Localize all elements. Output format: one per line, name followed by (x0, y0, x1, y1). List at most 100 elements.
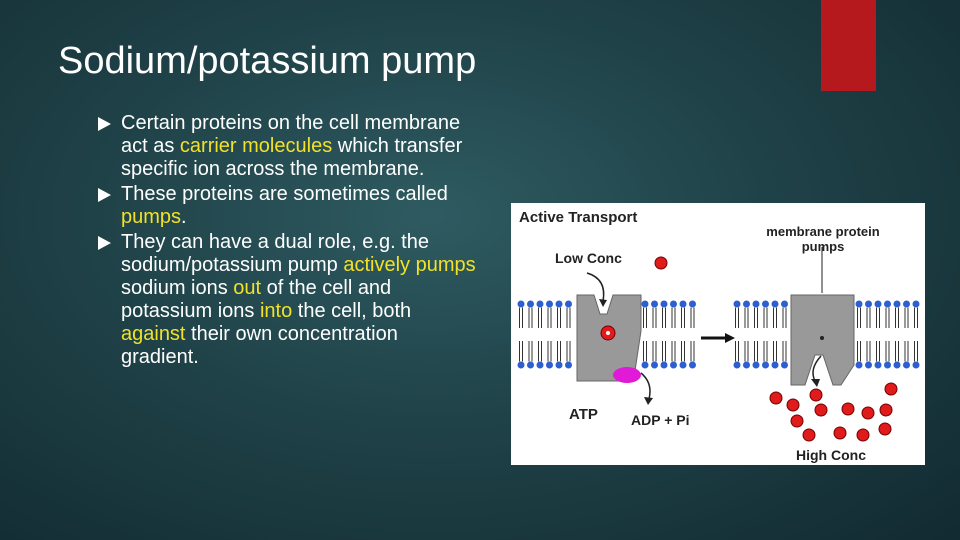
lipid-head (733, 361, 741, 369)
lipid-head (752, 300, 760, 308)
slide-title: Sodium/potassium pump (58, 40, 477, 82)
lipid-head (555, 361, 563, 369)
lipid-head (743, 300, 750, 308)
lipid-head (536, 300, 544, 308)
ion (769, 391, 783, 405)
lipid-head (641, 361, 649, 369)
lipid-head (565, 300, 572, 308)
bullet-item: These proteins are sometimes called pump… (98, 183, 478, 229)
lipid-head (527, 361, 534, 369)
lipid-head (752, 361, 760, 369)
lipid-head (651, 300, 658, 308)
lipid-head (641, 300, 649, 308)
transition-arrow-head (725, 333, 735, 343)
lipid-head (903, 361, 910, 369)
lipid-head (771, 361, 779, 369)
lipid-head (762, 361, 769, 369)
ion (790, 414, 804, 428)
ion (814, 403, 828, 417)
highlight-text: into (259, 300, 293, 322)
adp-arrow-head (644, 397, 653, 405)
lipid-head (762, 300, 769, 308)
lipid-head (565, 361, 572, 369)
lipid-head (912, 361, 920, 369)
lipid-head (733, 300, 741, 308)
lipid-head (781, 300, 788, 308)
ion-exit-arrow (812, 355, 822, 382)
pumps-label-line1: membrane protein (766, 224, 879, 239)
lipid-head (865, 361, 872, 369)
lipid-head (660, 361, 668, 369)
lipid-head (689, 361, 696, 369)
lipid-head (546, 361, 553, 369)
ion (856, 428, 870, 442)
lipid-head (660, 300, 668, 308)
lipid-head (865, 300, 872, 308)
bullet-arrow-icon (98, 117, 111, 131)
figure-title: Active Transport (519, 209, 637, 226)
low-conc-label: Low Conc (555, 250, 622, 266)
pumps-label-line2: pumps (802, 239, 845, 254)
ion (879, 403, 893, 417)
ion (786, 398, 800, 412)
active-transport-diagram: Active Transport Low Conc membrane prote… (511, 203, 925, 465)
lipid-head (781, 361, 788, 369)
lipid-head (874, 300, 882, 308)
bullet-arrow-icon (98, 236, 111, 250)
lipid-head (855, 300, 863, 308)
ion (884, 382, 898, 396)
highlight-text: against (121, 323, 186, 345)
lipid-head (743, 361, 750, 369)
lipid-head (517, 300, 525, 308)
lipid-head (893, 361, 901, 369)
ion (809, 388, 823, 402)
ion-entry-arrow-head (599, 299, 607, 307)
lipid-head (855, 361, 863, 369)
lipid-head (689, 300, 696, 308)
accent-bar (821, 0, 876, 91)
ion (841, 402, 855, 416)
ion-binding-site (606, 331, 610, 335)
ion (861, 406, 875, 420)
lipid-head (679, 300, 687, 308)
protein-pump-right (790, 294, 855, 386)
bullet-item: They can have a dual role, e.g. the sodi… (98, 231, 478, 369)
lipid-head (555, 300, 563, 308)
ion (833, 426, 847, 440)
ion (878, 422, 892, 436)
highlight-text: carrier molecules (179, 135, 333, 157)
bullet-item: Certain proteins on the cell membrane ac… (98, 112, 478, 181)
lipid-head (771, 300, 779, 308)
ion-entry-arrow (586, 272, 605, 302)
ion-exit-arrow-head (811, 379, 820, 387)
lipid-head (912, 300, 920, 308)
lipid-head (670, 361, 677, 369)
membrane-bilayer (517, 300, 920, 369)
ions (600, 256, 898, 442)
lipid-head (679, 361, 687, 369)
high-conc-label: High Conc (796, 447, 866, 463)
lipid-head (874, 361, 882, 369)
lipid-head (517, 361, 525, 369)
lipid-head (884, 300, 891, 308)
bullet-list: Certain proteins on the cell membrane ac… (98, 112, 478, 371)
atp-label: ATP (569, 406, 598, 423)
adp-label: ADP + Pi (631, 412, 690, 428)
lipid-head (527, 300, 534, 308)
binding-site (820, 336, 824, 340)
atp-blob (613, 367, 641, 383)
highlight-text: actively pumps (343, 254, 476, 276)
highlight-text: out (233, 277, 262, 299)
lipid-head (884, 361, 891, 369)
lipid-head (670, 300, 677, 308)
lipid-head (903, 300, 910, 308)
lipid-head (536, 361, 544, 369)
ion (802, 428, 816, 442)
highlight-text: pumps (121, 206, 182, 228)
lipid-head (546, 300, 553, 308)
ion (654, 256, 668, 270)
lipid-head (893, 300, 901, 308)
lipid-head (651, 361, 658, 369)
bullet-arrow-icon (98, 188, 111, 202)
adp-arrow (640, 372, 651, 400)
